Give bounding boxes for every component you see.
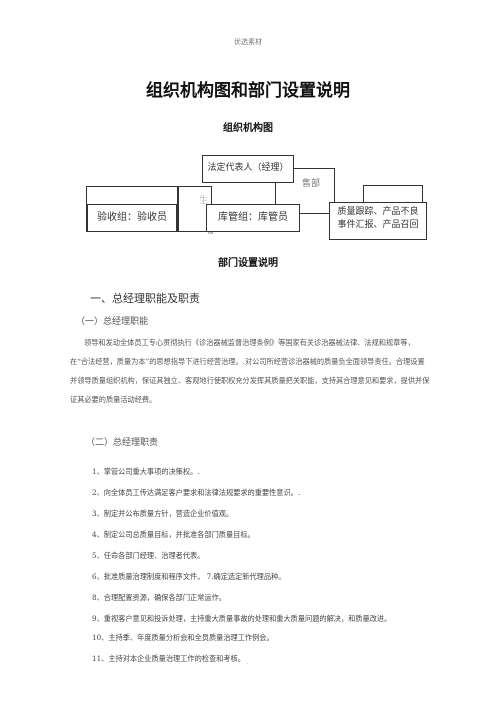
list-item: 9、重视客户意见和投诉处理，主持重大质量事故的处理和重大质量问题的解决，和质量改… — [92, 614, 392, 623]
org-box-acceptance: 验收组：验收员 — [87, 204, 177, 232]
page-title: 组织机构图和部门设置说明 — [146, 81, 350, 101]
section-heading-1: 一、总经理职能及职责 — [90, 292, 200, 305]
duties-list: 1、掌管公司重大事项的决策权。. 2、向全体员工传达满足客户要求和法律法规要求的… — [92, 461, 442, 669]
list-item: 5、任命各部门经理、治理者代表。 — [92, 551, 205, 560]
org-box-quality: 质量跟踪、产品不良 事件汇报、产品召回 — [329, 202, 427, 240]
org-chart: 纲管 生 售部 法定代表人（经理） 验收组：验收员 库管组：库管员 质量跟踪、产… — [0, 150, 496, 250]
list-item: 11、主持对本企业质量治理工作的检查和考核。 — [92, 654, 245, 663]
org-chart-title: 组织机构图 — [223, 123, 273, 134]
org-box-sales-text: 售部 — [302, 179, 321, 189]
list-item: 3、制定并公布质量方针，营造企业价值观。 — [92, 509, 234, 518]
org-box-legal-rep: 法定代表人（经理） — [202, 155, 294, 183]
footer-mark: . — [246, 658, 249, 666]
list-item: 4、制定公司总质量目标，并批准各部门质量目标。 — [92, 530, 255, 539]
warehouse-label: 库管组：库管员 — [218, 212, 288, 223]
list-item: 1、掌管公司重大事项的决策权。. — [92, 467, 200, 476]
section-heading-duties: （二）总经理职责 — [86, 438, 159, 448]
section-heading-functions: （一）总经理职能 — [76, 317, 149, 327]
list-item: 2、向全体员工传达满足客户要求和法律法规要求的重要性意识。. — [92, 488, 301, 497]
acceptance-label: 验收组：验收员 — [97, 212, 167, 223]
functions-paragraph: 领导和发动全体员工专心贯彻执行《诊治器械监督治理条例》等国家有关诊治器械法律、法… — [70, 338, 430, 404]
legal-rep-label: 法定代表人（经理） — [207, 163, 289, 173]
dept-title: 部门设置说明 — [218, 258, 278, 269]
list-item: 10、主持季、年度质量分析会和全员质量治理工作例会。 — [92, 633, 274, 642]
quality-line-1: 质量跟踪、产品不良 — [337, 207, 419, 217]
header-mark: 优选素材 — [234, 38, 262, 46]
org-box-hidden-mid-char: 生 — [199, 196, 209, 206]
quality-line-2: 事件汇报、产品召回 — [337, 219, 419, 230]
list-item: 6、批准质量治理制度和程序文件。 7.确定选定新代理品种。 — [92, 572, 286, 581]
org-box-warehouse: 库管组：库管员 — [206, 204, 300, 232]
list-item: 8、合理配置资源，确保各部门正常运作。 — [92, 593, 226, 602]
